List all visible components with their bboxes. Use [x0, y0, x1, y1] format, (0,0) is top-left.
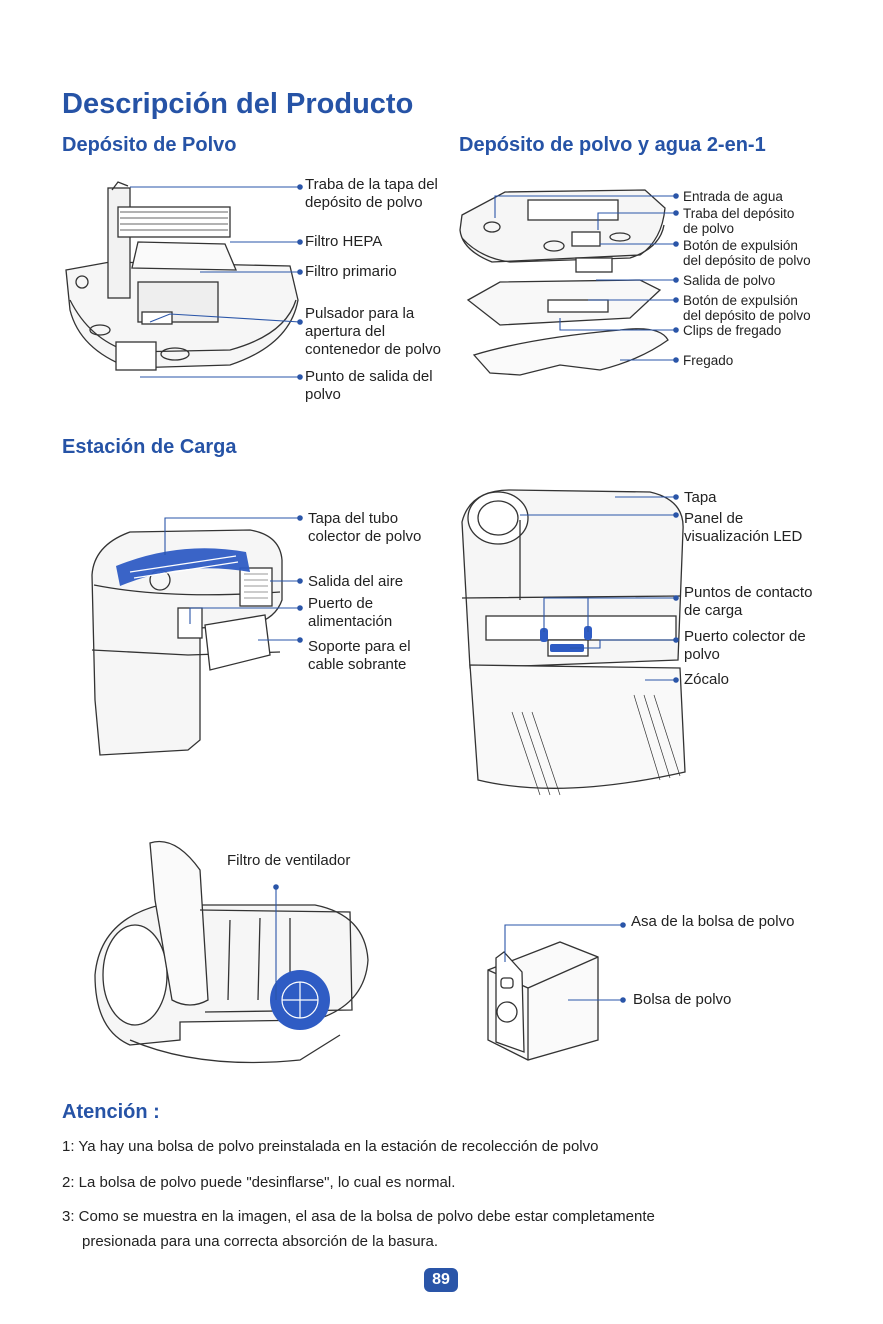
label-hepa-filter: Filtro HEPA: [305, 233, 383, 250]
label-dust-tube-cover: Tapa del tubo colector de polvo: [308, 510, 422, 545]
callout-dots: [273, 184, 679, 1003]
label-dust-bag: Bolsa de polvo: [633, 991, 732, 1008]
section-title-station: Estación de Carga: [62, 436, 237, 458]
label-mop-clips: Clips de fregado: [683, 323, 782, 338]
label-power-port: Puerto de alimentación: [308, 595, 393, 630]
label-charging-contacts: Puntos de contacto de carga: [684, 584, 813, 619]
label-dust-open-button: Pulsador para la apertura del contenedor…: [305, 305, 441, 358]
section-title-2in1: Depósito de polvo y agua 2-en-1: [459, 134, 766, 156]
station-front-illustration: [461, 489, 686, 796]
label-dust-outlet: Punto de salida del polvo: [305, 368, 433, 403]
label-cable-holder: Soporte para el cable sobrante: [308, 638, 411, 673]
label-mop: Fregado: [683, 353, 734, 368]
attention-title: Atención :: [62, 1101, 160, 1123]
label-primary-filter: Filtro primario: [305, 263, 397, 280]
label-led-panel: Panel de visualización LED: [684, 510, 803, 545]
dust-bag-illustration: [487, 941, 599, 1061]
label-lid: Tapa: [684, 489, 717, 506]
label-bag-handle: Asa de la bolsa de polvo: [631, 913, 795, 930]
label-dust-outlet-2in1: Salida de polvo: [683, 273, 776, 288]
label-air-outlet: Salida del aire: [308, 573, 404, 590]
label-base: Zócalo: [684, 671, 730, 688]
label-eject-button-1: Botón de expulsión del depósito de polvo: [683, 238, 811, 268]
filter-station-illustration: [94, 840, 369, 1064]
label-dust-collector-port: Puerto colector de polvo: [684, 628, 806, 663]
attention-item-2: 2: La bolsa de polvo puede "desinflarse"…: [62, 1174, 456, 1191]
attention-item-3: 3: Como se muestra en la imagen, el asa …: [62, 1208, 655, 1225]
label-dust-lid-latch: Traba de la tapa del depósito de polvo: [305, 176, 438, 211]
dust-box-illustration: [65, 181, 299, 371]
station-rear-illustration: [91, 529, 283, 756]
page-number: 89: [424, 1268, 458, 1292]
label-dust-tank-latch: Traba del depósito de polvo: [683, 206, 795, 236]
2in1-illustration: [459, 189, 669, 376]
page-title: Descripción del Producto: [62, 88, 414, 120]
callout-lines: [130, 186, 676, 1001]
attention-item-1: 1: Ya hay una bolsa de polvo preinstalad…: [62, 1138, 599, 1155]
section-title-dust-box: Depósito de Polvo: [62, 134, 237, 156]
label-fan-filter: Filtro de ventilador: [227, 852, 351, 869]
label-eject-button-2: Botón de expulsión del depósito de polvo: [683, 293, 811, 323]
label-water-inlet: Entrada de agua: [683, 189, 783, 204]
attention-item-3-cont: presionada para una correcta absorción d…: [82, 1233, 439, 1250]
